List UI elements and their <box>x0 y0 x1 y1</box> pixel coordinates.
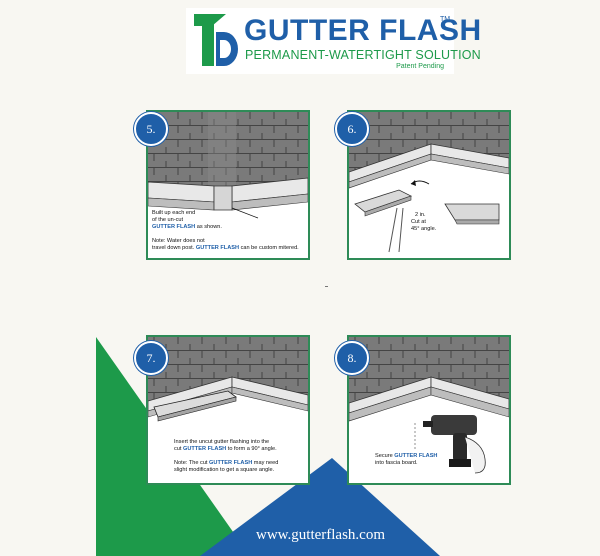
step-7-illustration <box>148 337 308 422</box>
caption-line: GUTTER FLASH as shown. <box>152 224 222 230</box>
step-5-caption: Built up each end of the un-cut GUTTER F… <box>152 210 299 252</box>
trademark-mark: TM <box>440 16 451 23</box>
drill-icon <box>423 415 486 474</box>
step-5-badge: 5. <box>134 112 168 146</box>
step-8-caption: Secure GUTTER FLASH into fascia board. <box>375 453 437 467</box>
step-8-badge: 8. <box>335 341 369 375</box>
gutter-flash-mark: GUTTER FLASH <box>152 224 196 230</box>
caption-line: 2 in. <box>415 212 426 218</box>
caption-line: 45° angle. <box>411 226 437 232</box>
step-7-panel: Insert the uncut gutter flashing into th… <box>146 335 310 485</box>
step-7-caption: Insert the uncut gutter flashing into th… <box>174 439 278 474</box>
caption-line: Cut at <box>411 219 426 225</box>
step-6-illustration <box>349 112 509 253</box>
patent-pending-label: Patent Pending <box>396 63 444 70</box>
td-logo-icon <box>194 14 238 66</box>
gutter-flash-mark: GUTTER FLASH <box>209 460 253 466</box>
step-8-illustration <box>349 337 509 474</box>
step-6-badge: 6. <box>335 112 369 146</box>
logo-title: GUTTER FLASH <box>244 14 482 47</box>
step-6-panel: 2 in. Cut at 45° angle. <box>347 110 511 260</box>
stray-mark <box>325 286 328 287</box>
caption-line: cut GUTTER FLASH to form a 90° angle. <box>174 446 277 452</box>
blue-triangle <box>200 458 440 556</box>
gutter-flash-mark: GUTTER FLASH <box>394 453 438 459</box>
caption-line: Secure GUTTER FLASH <box>375 453 438 459</box>
website-link[interactable]: www.gutterflash.com <box>256 527 385 543</box>
brand-logo: GUTTER FLASH TM PERMANENT-WATERTIGHT SOL… <box>186 8 481 74</box>
caption-line <box>152 231 299 238</box>
caption-line: travel down post. GUTTER FLASH can be cu… <box>152 245 299 251</box>
caption-line: Note: Water does not <box>152 238 205 244</box>
step-6-caption: 2 in. Cut at 45° angle. <box>411 212 436 233</box>
step-7-badge: 7. <box>134 341 168 375</box>
caption-line: into fascia board. <box>375 460 418 466</box>
caption-line: slight modification to get a square angl… <box>174 467 275 473</box>
step-5-illustration <box>148 112 308 219</box>
gutter-flash-mark: GUTTER FLASH <box>195 245 240 251</box>
step-8-panel: Secure GUTTER FLASH into fascia board. <box>347 335 511 485</box>
gutter-flash-mark: GUTTER FLASH <box>183 446 227 452</box>
caption-line <box>174 453 278 460</box>
logo-subtitle: PERMANENT-WATERTIGHT SOLUTION <box>245 48 481 62</box>
step-5-panel: Built up each end of the un-cut GUTTER F… <box>146 110 310 260</box>
caption-line: Note: The cut GUTTER FLASH may need <box>174 460 279 466</box>
caption-line: Insert the uncut gutter flashing into th… <box>174 439 270 445</box>
caption-line: Built up each end <box>152 210 196 216</box>
caption-line: of the un-cut <box>152 217 184 223</box>
